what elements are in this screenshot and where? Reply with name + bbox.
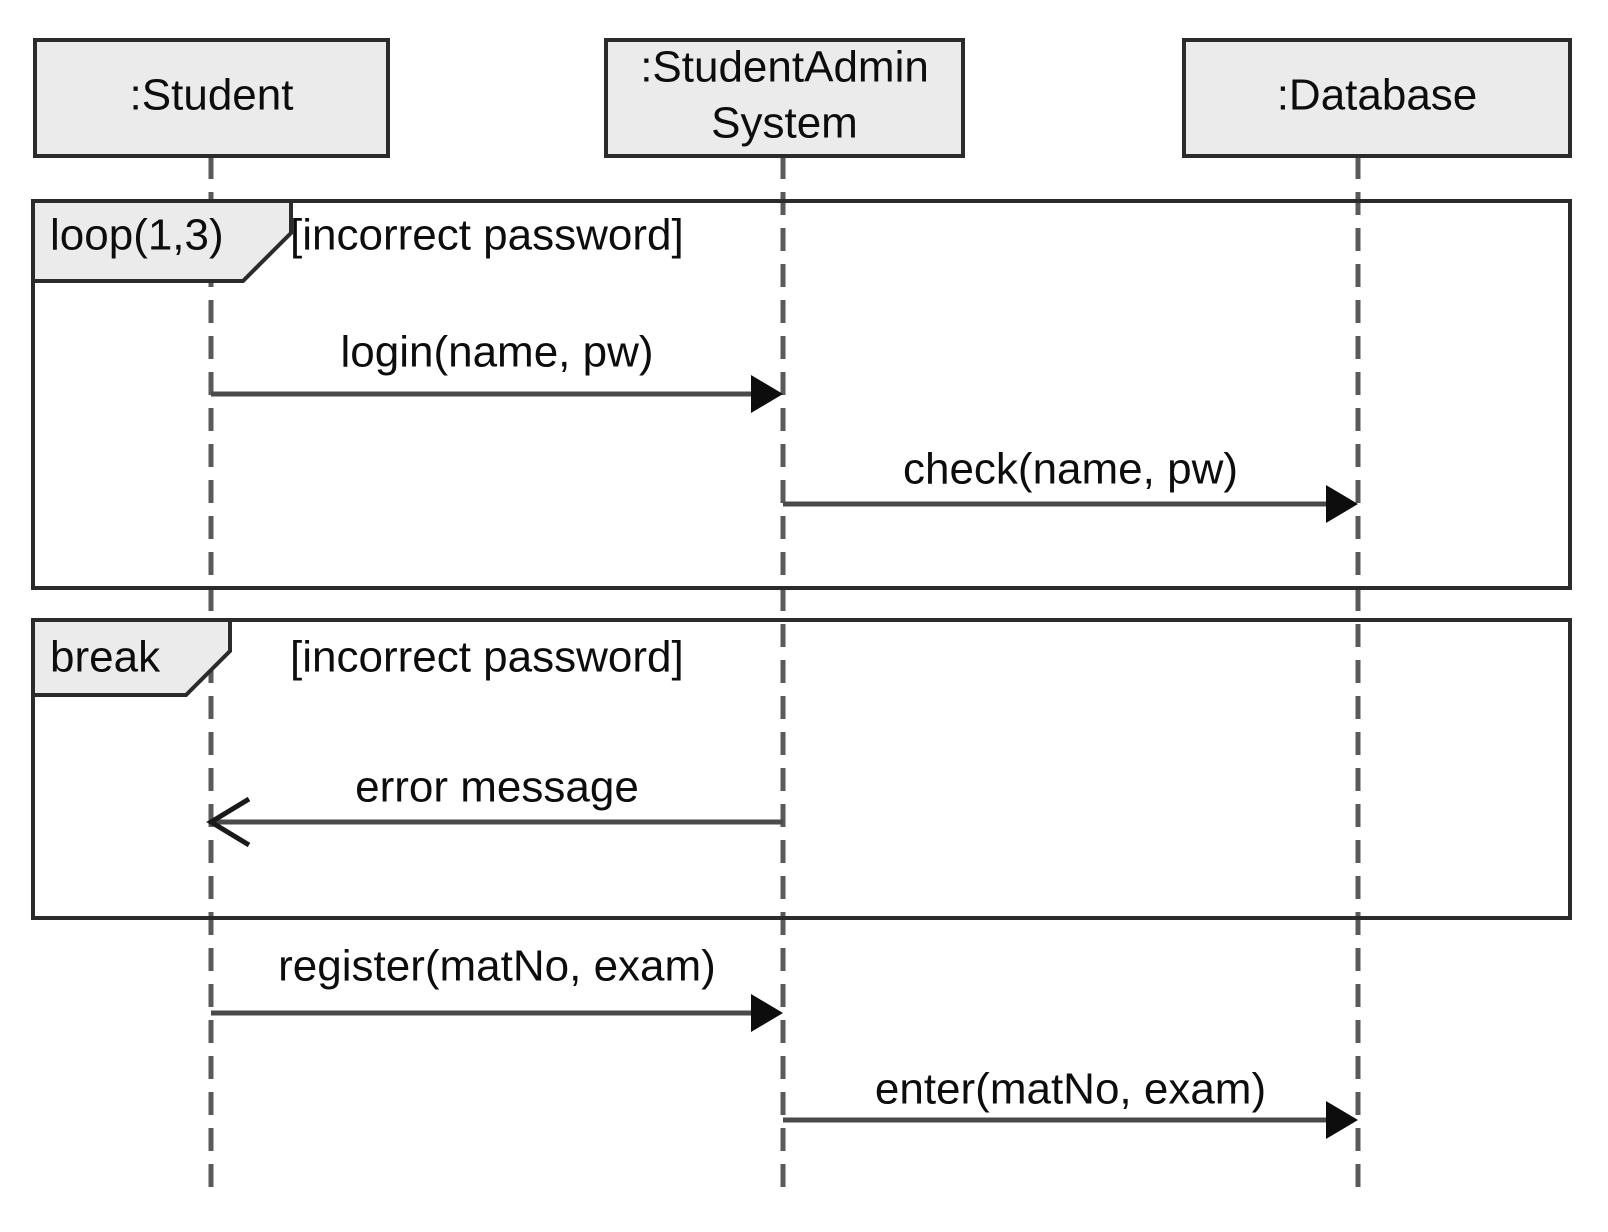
break-fragment-tab[interactable] [31, 618, 232, 697]
lifeline-box-student[interactable] [33, 38, 390, 158]
break-fragment-operator-label: break [50, 633, 161, 682]
msg-register-arrowhead [751, 994, 783, 1032]
msg-check-label: check(name, pw) [903, 445, 1238, 494]
loop-fragment-tab[interactable] [31, 199, 293, 283]
msg-enter[interactable]: enter(matNo, exam) [783, 1065, 1358, 1139]
msg-register-label: register(matNo, exam) [278, 942, 716, 991]
msg-check[interactable]: check(name, pw) [783, 445, 1358, 523]
lifeline-box-database[interactable] [1182, 38, 1572, 158]
msg-register[interactable]: register(matNo, exam) [211, 942, 783, 1032]
msg-enter-label: enter(matNo, exam) [875, 1065, 1266, 1114]
lifeline-label-student-admin-system: :StudentAdmin [640, 43, 929, 92]
msg-login-arrowhead [751, 375, 783, 413]
messages-layer: login(name, pw) check(name, pw) error mess… [206, 328, 1358, 1139]
msg-check-arrowhead [1326, 485, 1358, 523]
loop-fragment-guard-label: [incorrect password] [290, 211, 684, 260]
lifeline-label-database: :Database [1277, 71, 1478, 120]
msg-login[interactable]: login(name, pw) [211, 328, 783, 413]
lifeline-label-student: :Student [130, 71, 294, 120]
fragments-layer: loop(1,3) [incorrect password] break [incor… [31, 199, 1572, 920]
lifeline-database: :Database [1182, 38, 1572, 1192]
lifeline-label-student-admin-system: System [711, 99, 858, 148]
break-fragment-guard-label: [incorrect password] [290, 633, 684, 682]
msg-error-message[interactable]: error message [206, 763, 783, 848]
lifeline-box-student-admin-system[interactable] [604, 38, 965, 158]
msg-error-message-label: error message [355, 763, 639, 812]
msg-login-label: login(name, pw) [340, 328, 653, 377]
loop-fragment-operator-label: loop(1,3) [50, 211, 224, 260]
loop-fragment-frame [31, 199, 1572, 590]
break-fragment: break [incorrect password] [31, 618, 1572, 920]
lifeline-student: :Student [33, 38, 390, 1192]
msg-error-message-arrowhead [206, 796, 251, 848]
loop-fragment: loop(1,3) [incorrect password] [31, 199, 1572, 590]
msg-enter-arrowhead [1326, 1101, 1358, 1139]
break-fragment-frame [31, 618, 1572, 920]
